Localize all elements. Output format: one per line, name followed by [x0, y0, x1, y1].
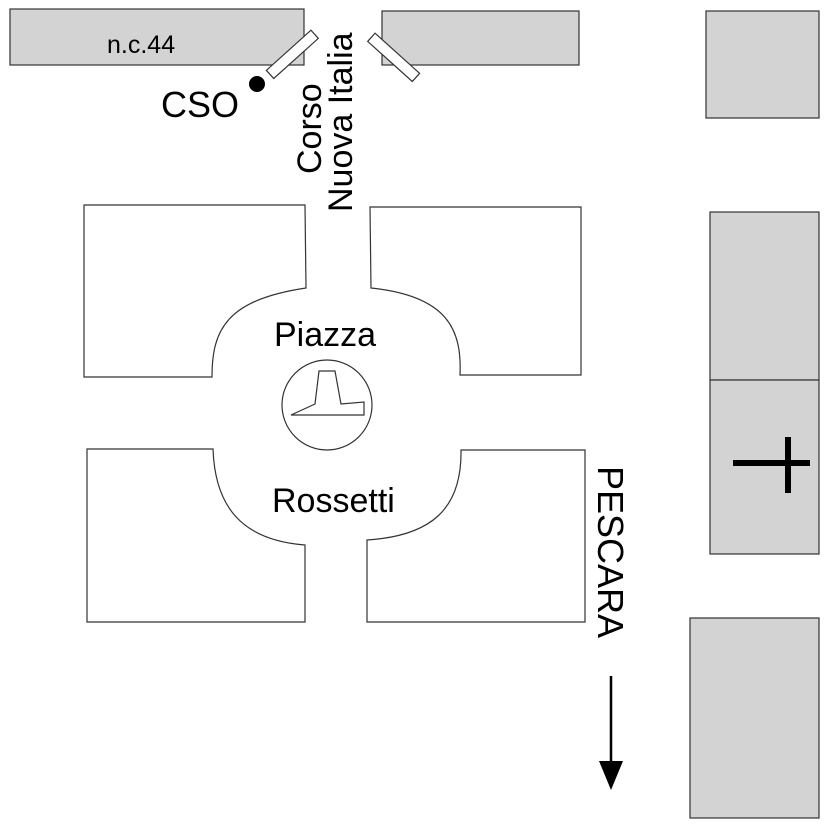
church-building-lower: [709, 379, 820, 555]
block-top-right: [369, 206, 582, 376]
gate-leaf-left: [265, 29, 320, 80]
monument-icon: [281, 359, 373, 451]
gate-leaf-right: [366, 32, 421, 83]
direction-label-pescara: PESCARA: [590, 466, 631, 638]
building-top-center: [381, 10, 580, 66]
building-top-right: [705, 10, 820, 119]
cso-label: CSO: [161, 84, 239, 125]
building-bottom-right: [689, 617, 820, 819]
cross-icon: [733, 437, 810, 493]
civic-number-label: n.c.44: [107, 31, 175, 59]
building-nc44: [9, 8, 305, 66]
cso-dot-marker-icon: [249, 76, 265, 92]
square-label-rossetti: Rossetti: [272, 482, 395, 520]
square-label-piazza: Piazza: [274, 316, 376, 354]
block-bottom-right: [366, 449, 586, 623]
block-top-left: [83, 204, 307, 378]
street-label-corso: Corso: [291, 83, 329, 174]
church-building-upper: [709, 211, 820, 381]
block-bottom-left: [86, 448, 306, 623]
street-label-nuova-italia: Nuova Italia: [322, 32, 360, 212]
down-arrow-icon: [599, 676, 623, 790]
